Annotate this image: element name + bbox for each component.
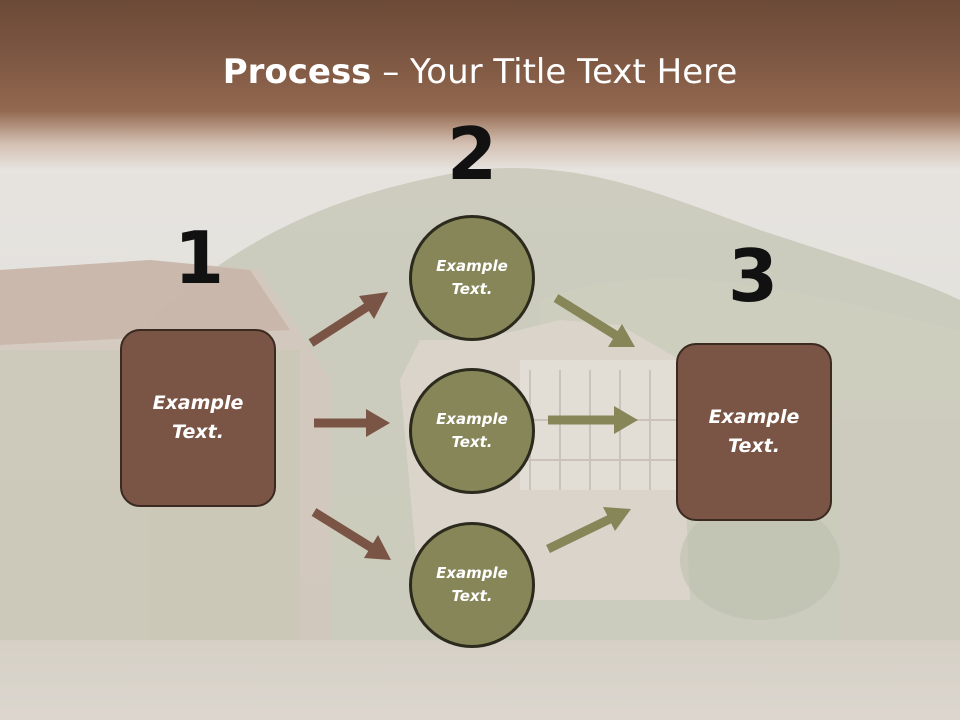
- left-process-box: Example Text.: [120, 329, 276, 507]
- arrow-bottom-to-right: [546, 507, 631, 554]
- title-rest: – Your Title Text Here: [371, 52, 738, 92]
- left-box-text: Example Text.: [152, 392, 244, 443]
- circle-bottom: Example Text.: [409, 522, 535, 648]
- right-process-box: Example Text.: [676, 343, 832, 521]
- step-number-1: 1: [173, 216, 225, 300]
- arrow-middle-to-right: [548, 406, 638, 434]
- arrow-left-to-top: [308, 292, 388, 347]
- arrow-left-to-middle: [314, 409, 390, 437]
- circle-bottom-text: Example Text.: [436, 564, 508, 605]
- title-band: [0, 0, 960, 170]
- circle-top-text: Example Text.: [436, 257, 508, 298]
- title-bold: Process: [222, 52, 372, 92]
- arrow-top-to-right: [553, 294, 635, 347]
- step-number-2: 2: [446, 112, 498, 196]
- circle-middle: Example Text.: [409, 368, 535, 494]
- step-number-3: 3: [727, 234, 779, 318]
- circle-middle-text: Example Text.: [436, 410, 508, 451]
- slide-title: Process – Your Title Text Here: [0, 52, 960, 92]
- right-box-text: Example Text.: [708, 406, 800, 457]
- circle-top: Example Text.: [409, 215, 535, 341]
- arrow-left-to-bottom: [311, 508, 391, 560]
